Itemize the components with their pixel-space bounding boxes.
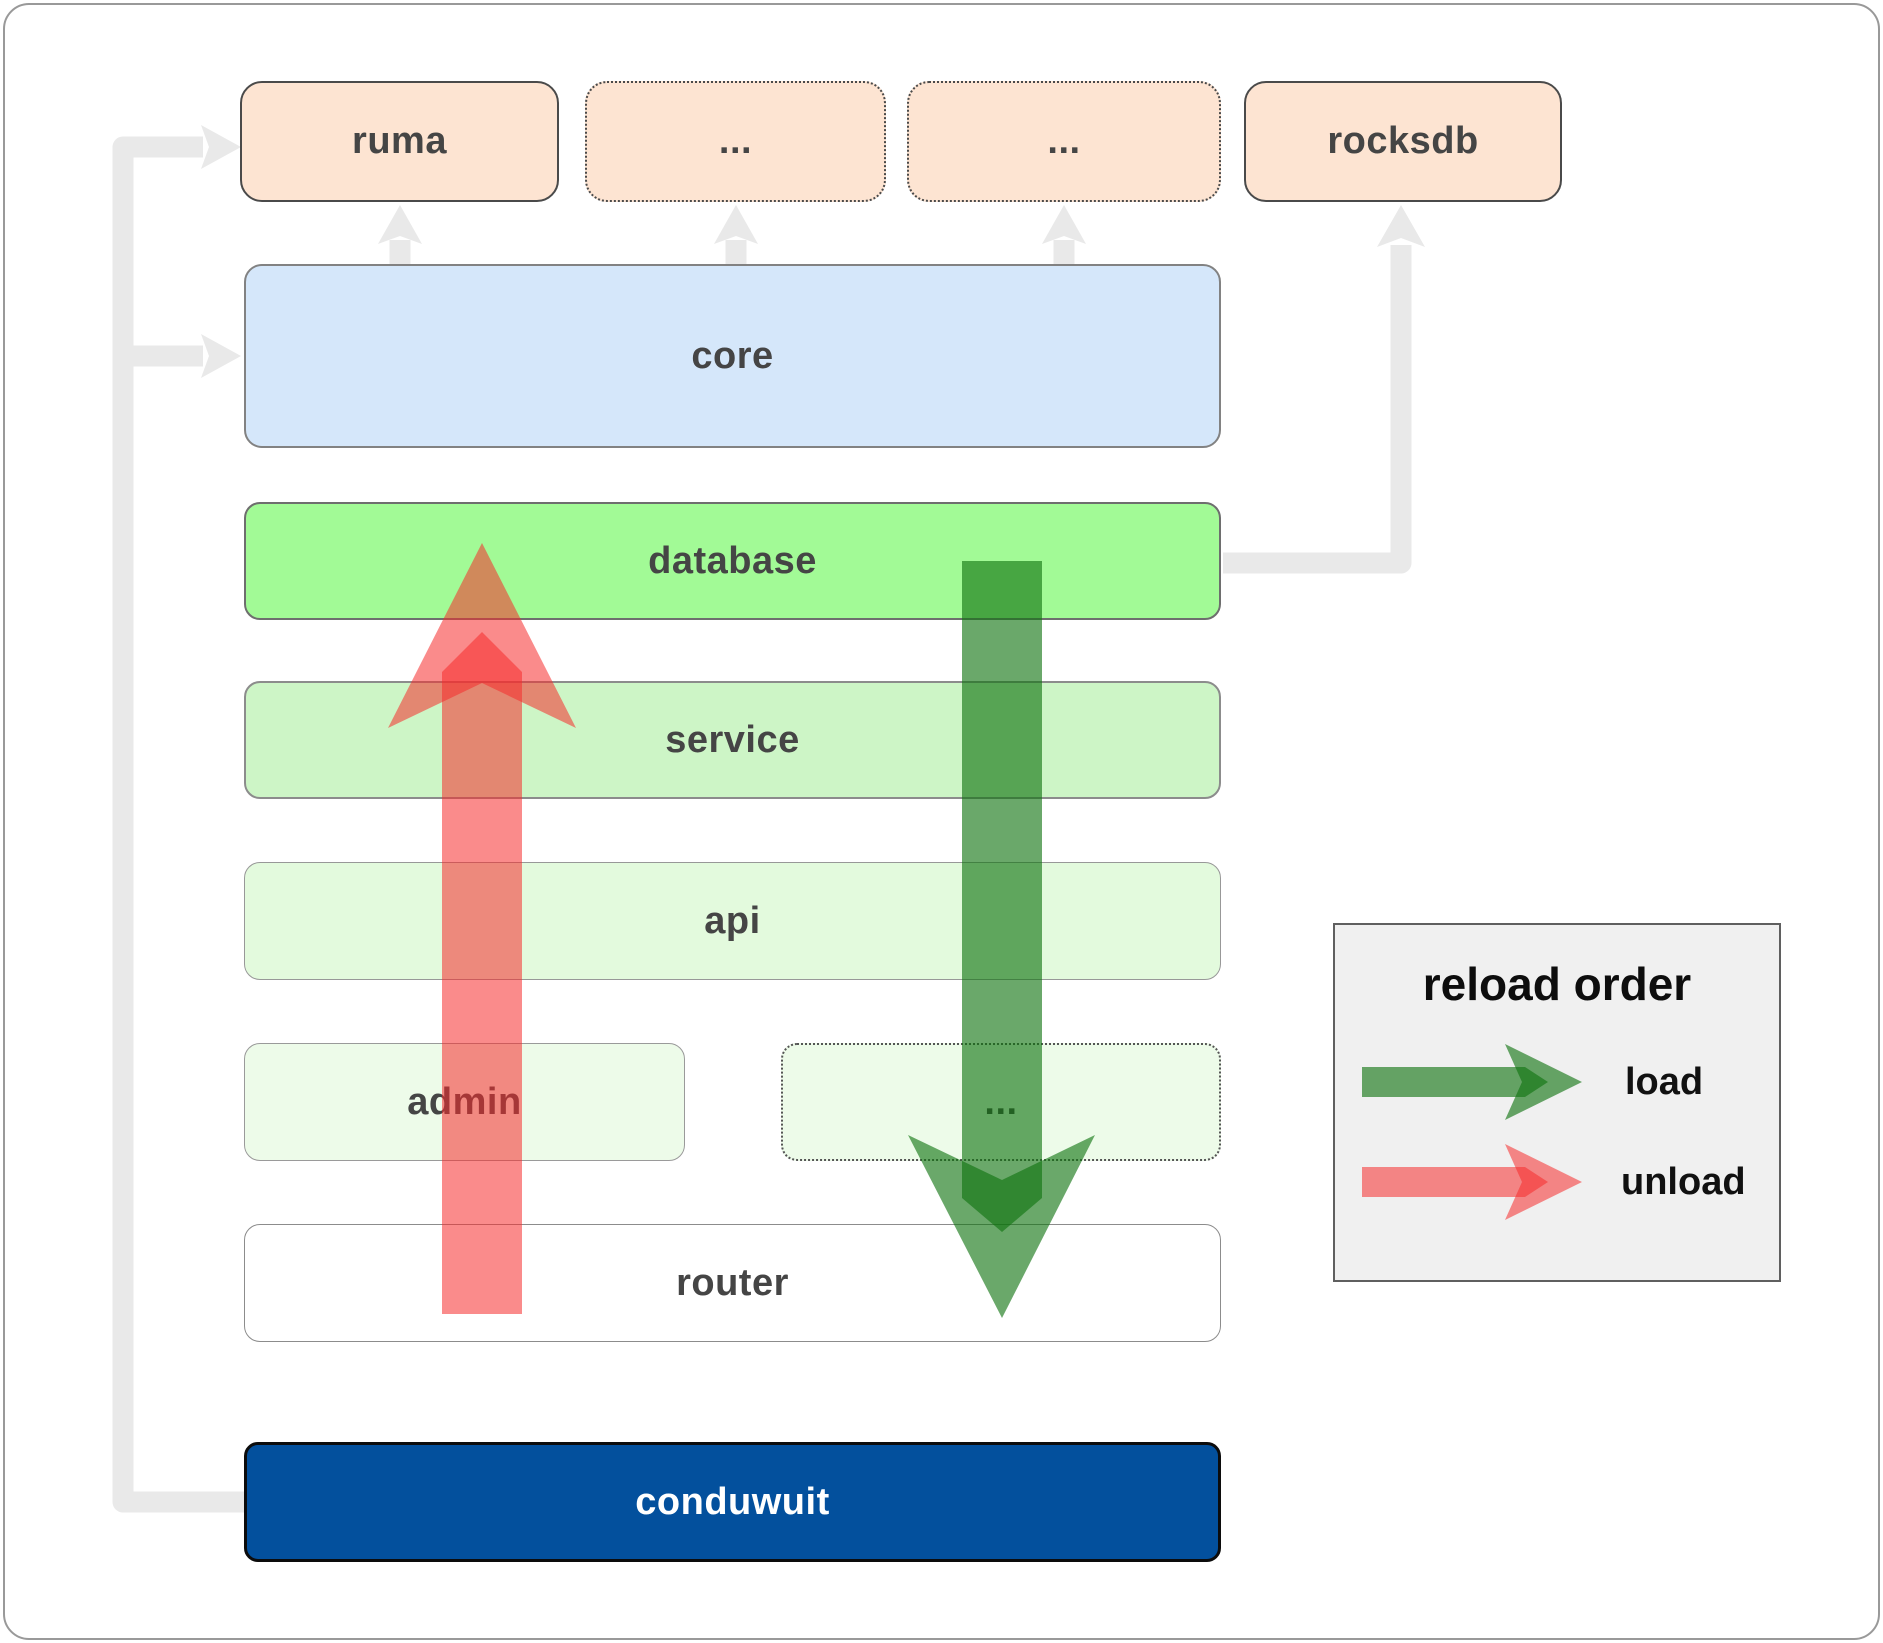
legend-reload-order: reload order load unload [1333,923,1781,1282]
box-rocksdb-label: rocksdb [1327,120,1479,162]
box-api: api [244,862,1221,980]
box-conduwuit-label: conduwuit [635,1480,830,1523]
legend-title: reload order [1422,958,1692,1010]
box-core: core [244,264,1221,448]
box-service-label: service [665,718,800,761]
box-database: database [244,502,1221,620]
box-rocksdb: rocksdb [1244,81,1562,202]
box-ellipsis-1: ... [585,81,886,202]
box-api-label: api [704,899,761,942]
box-database-label: database [648,539,817,582]
outer-frame [3,3,1880,1640]
box-conduwuit: conduwuit [244,1442,1221,1562]
box-core-label: core [691,334,774,377]
box-admin: admin [244,1043,685,1161]
box-router: router [244,1224,1221,1342]
box-ellipsis-2-label: ... [1047,120,1081,162]
box-ellipsis-2: ... [907,81,1221,202]
legend-unload-label: unload [1621,1161,1746,1203]
box-router-label: router [676,1261,789,1304]
legend-load-label: load [1625,1061,1704,1103]
box-service: service [244,681,1221,799]
box-ellipsis-1-label: ... [718,120,753,162]
box-ellipsis-3-label: ... [984,1080,1018,1123]
box-admin-label: admin [407,1080,522,1123]
box-ruma: ruma [240,81,559,202]
box-ellipsis-3: ... [781,1043,1221,1161]
box-ruma-label: ruma [352,120,447,162]
